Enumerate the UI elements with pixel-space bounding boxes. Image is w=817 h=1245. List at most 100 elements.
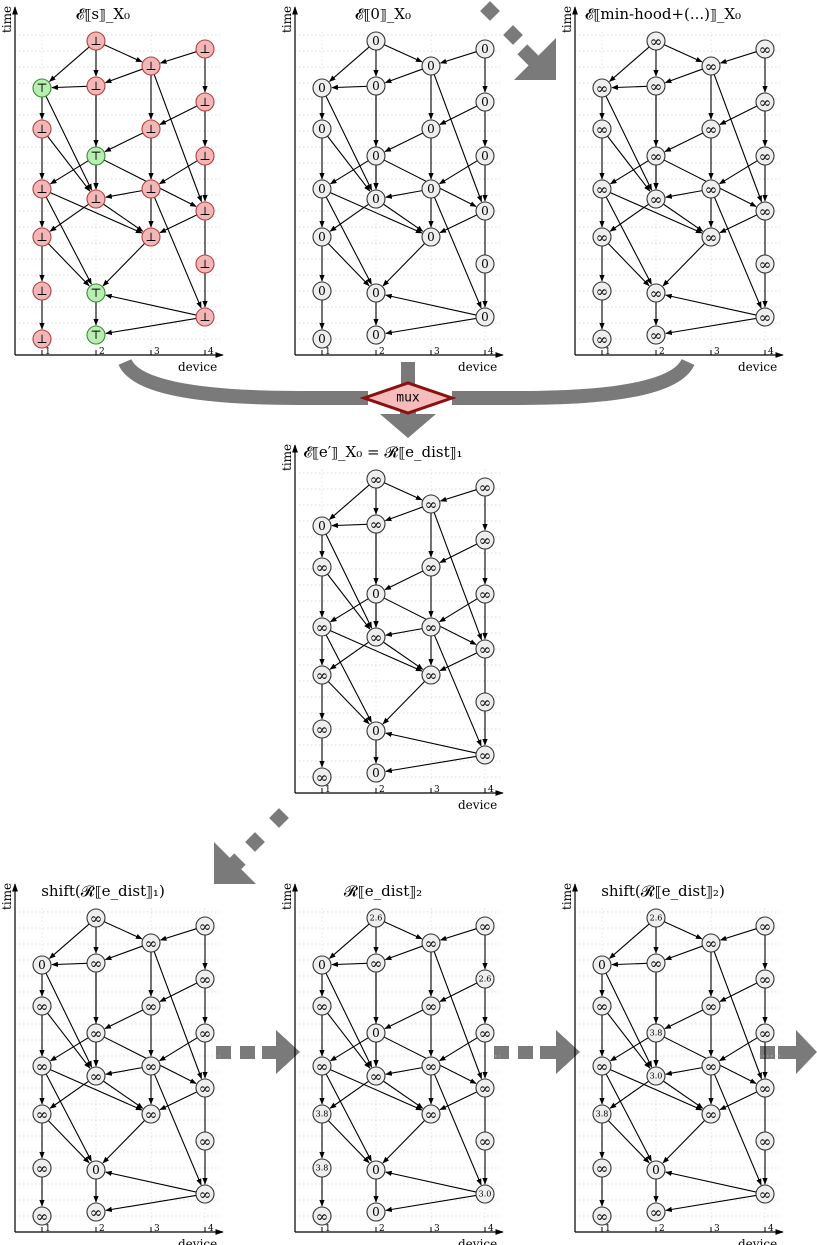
event-node-circle bbox=[755, 969, 775, 989]
event-node-circle bbox=[32, 1056, 52, 1076]
event-node: ∞ bbox=[755, 1131, 775, 1151]
event-node-value: ∞ bbox=[759, 41, 772, 59]
edge bbox=[607, 243, 650, 287]
event-node-value: 2.6 bbox=[650, 914, 663, 923]
event-node-circle bbox=[421, 179, 441, 199]
edge bbox=[607, 135, 651, 192]
event-node-circle bbox=[755, 39, 775, 59]
event-node: ⊥ bbox=[195, 307, 215, 327]
event-node-circle bbox=[86, 1160, 106, 1180]
edge bbox=[665, 190, 703, 199]
event-node-value: ∞ bbox=[316, 1058, 329, 1076]
event-node: 0 bbox=[312, 227, 332, 247]
event-node-value: ∞ bbox=[36, 1208, 49, 1226]
event-node-circle bbox=[475, 916, 495, 936]
event-node-circle bbox=[475, 146, 495, 166]
event-node-value: ⊥ bbox=[145, 59, 156, 73]
event-node: ⊥ bbox=[32, 179, 52, 199]
edge bbox=[384, 506, 423, 522]
event-node-circle bbox=[475, 584, 495, 604]
event-node-circle bbox=[32, 996, 52, 1016]
edges bbox=[39, 921, 208, 1213]
event-node-circle bbox=[475, 745, 495, 765]
edge bbox=[383, 641, 424, 670]
edge bbox=[605, 972, 653, 1068]
nodes: ∞∞∞∞0∞∞∞∞∞∞∞∞∞∞∞∞∞∞∞0∞ bbox=[32, 908, 215, 1226]
event-node-circle bbox=[312, 767, 332, 787]
event-node: ∞ bbox=[755, 254, 775, 274]
x-tick-label: 3 bbox=[154, 347, 160, 357]
event-node-circle bbox=[646, 1066, 666, 1086]
edge bbox=[718, 160, 758, 185]
event-node-circle bbox=[366, 283, 386, 303]
event-node-circle bbox=[755, 201, 775, 221]
event-node-circle bbox=[32, 1104, 52, 1124]
event-node-value: ∞ bbox=[650, 285, 663, 303]
event-node-value: 0 bbox=[372, 724, 380, 738]
flow-arrows bbox=[118, 1, 817, 1074]
event-node: ∞ bbox=[141, 996, 161, 1016]
event-node-circle bbox=[592, 1158, 612, 1178]
event-node-value: ∞ bbox=[596, 1058, 609, 1076]
edge bbox=[330, 630, 423, 672]
y-axis-label: time bbox=[0, 883, 14, 910]
edge bbox=[159, 928, 197, 941]
edge bbox=[611, 84, 648, 91]
event-node-circle bbox=[701, 996, 721, 1016]
event-node: ∞ bbox=[755, 1023, 775, 1043]
event-node-circle bbox=[195, 1131, 215, 1151]
event-node: ∞ bbox=[646, 283, 666, 303]
event-node-value: 0 bbox=[481, 95, 489, 109]
mux-down-arrowhead bbox=[380, 414, 436, 438]
event-node-value: ∞ bbox=[479, 641, 492, 659]
event-node: ∞ bbox=[86, 953, 106, 973]
event-node-value: ∞ bbox=[479, 747, 492, 765]
nodes: ∞∞∞∞0∞∞∞0∞∞∞∞∞∞∞∞∞∞∞00 bbox=[312, 469, 495, 787]
event-node-circle bbox=[312, 227, 332, 247]
event-node-circle bbox=[312, 281, 332, 301]
event-node-circle bbox=[312, 1056, 332, 1076]
event-node: ∞ bbox=[592, 281, 612, 301]
x-tick-label: 4 bbox=[488, 785, 494, 795]
event-node: ∞ bbox=[141, 1104, 161, 1124]
event-node-circle bbox=[592, 227, 612, 247]
event-node: 0 bbox=[475, 254, 495, 274]
event-node-value: ∞ bbox=[145, 1058, 158, 1076]
x-tick-label: 4 bbox=[488, 1224, 494, 1234]
event-node-circle bbox=[475, 530, 495, 550]
y-axis-label: time bbox=[280, 883, 294, 910]
edge bbox=[325, 196, 372, 285]
event-node-circle bbox=[195, 254, 215, 274]
event-node-circle bbox=[646, 189, 666, 209]
event-node-circle bbox=[592, 955, 612, 975]
event-node-value: ∞ bbox=[705, 998, 718, 1016]
event-node: 0 bbox=[366, 189, 386, 209]
edge bbox=[609, 46, 650, 82]
event-node-circle bbox=[32, 329, 52, 349]
event-node-value: ∞ bbox=[425, 559, 438, 577]
event-node: 0 bbox=[312, 179, 332, 199]
edge bbox=[438, 598, 478, 623]
edge bbox=[384, 945, 423, 961]
event-node-value: ∞ bbox=[479, 1133, 492, 1151]
event-node-value: 3.8 bbox=[316, 1110, 329, 1119]
event-node-circle bbox=[701, 119, 721, 139]
edge bbox=[331, 522, 368, 529]
x-tick-label: 1 bbox=[605, 347, 611, 357]
event-node: ∞ bbox=[755, 146, 775, 166]
event-node-circle bbox=[755, 146, 775, 166]
event-node: ∞ bbox=[312, 719, 332, 739]
event-node: ∞ bbox=[592, 329, 612, 349]
event-node-circle bbox=[141, 179, 161, 199]
event-node-value: 0 bbox=[427, 230, 435, 244]
panel-title: 𝓔⟦s⟧_X₀ bbox=[76, 5, 130, 23]
event-node: 3.0 bbox=[646, 1066, 666, 1086]
event-node-circle bbox=[646, 31, 666, 51]
event-node-value: 0 bbox=[427, 182, 435, 196]
event-node-value: ∞ bbox=[425, 667, 438, 685]
event-node-circle bbox=[421, 1056, 441, 1076]
event-node-value: 0 bbox=[318, 284, 326, 298]
event-node: ∞ bbox=[32, 1104, 52, 1124]
